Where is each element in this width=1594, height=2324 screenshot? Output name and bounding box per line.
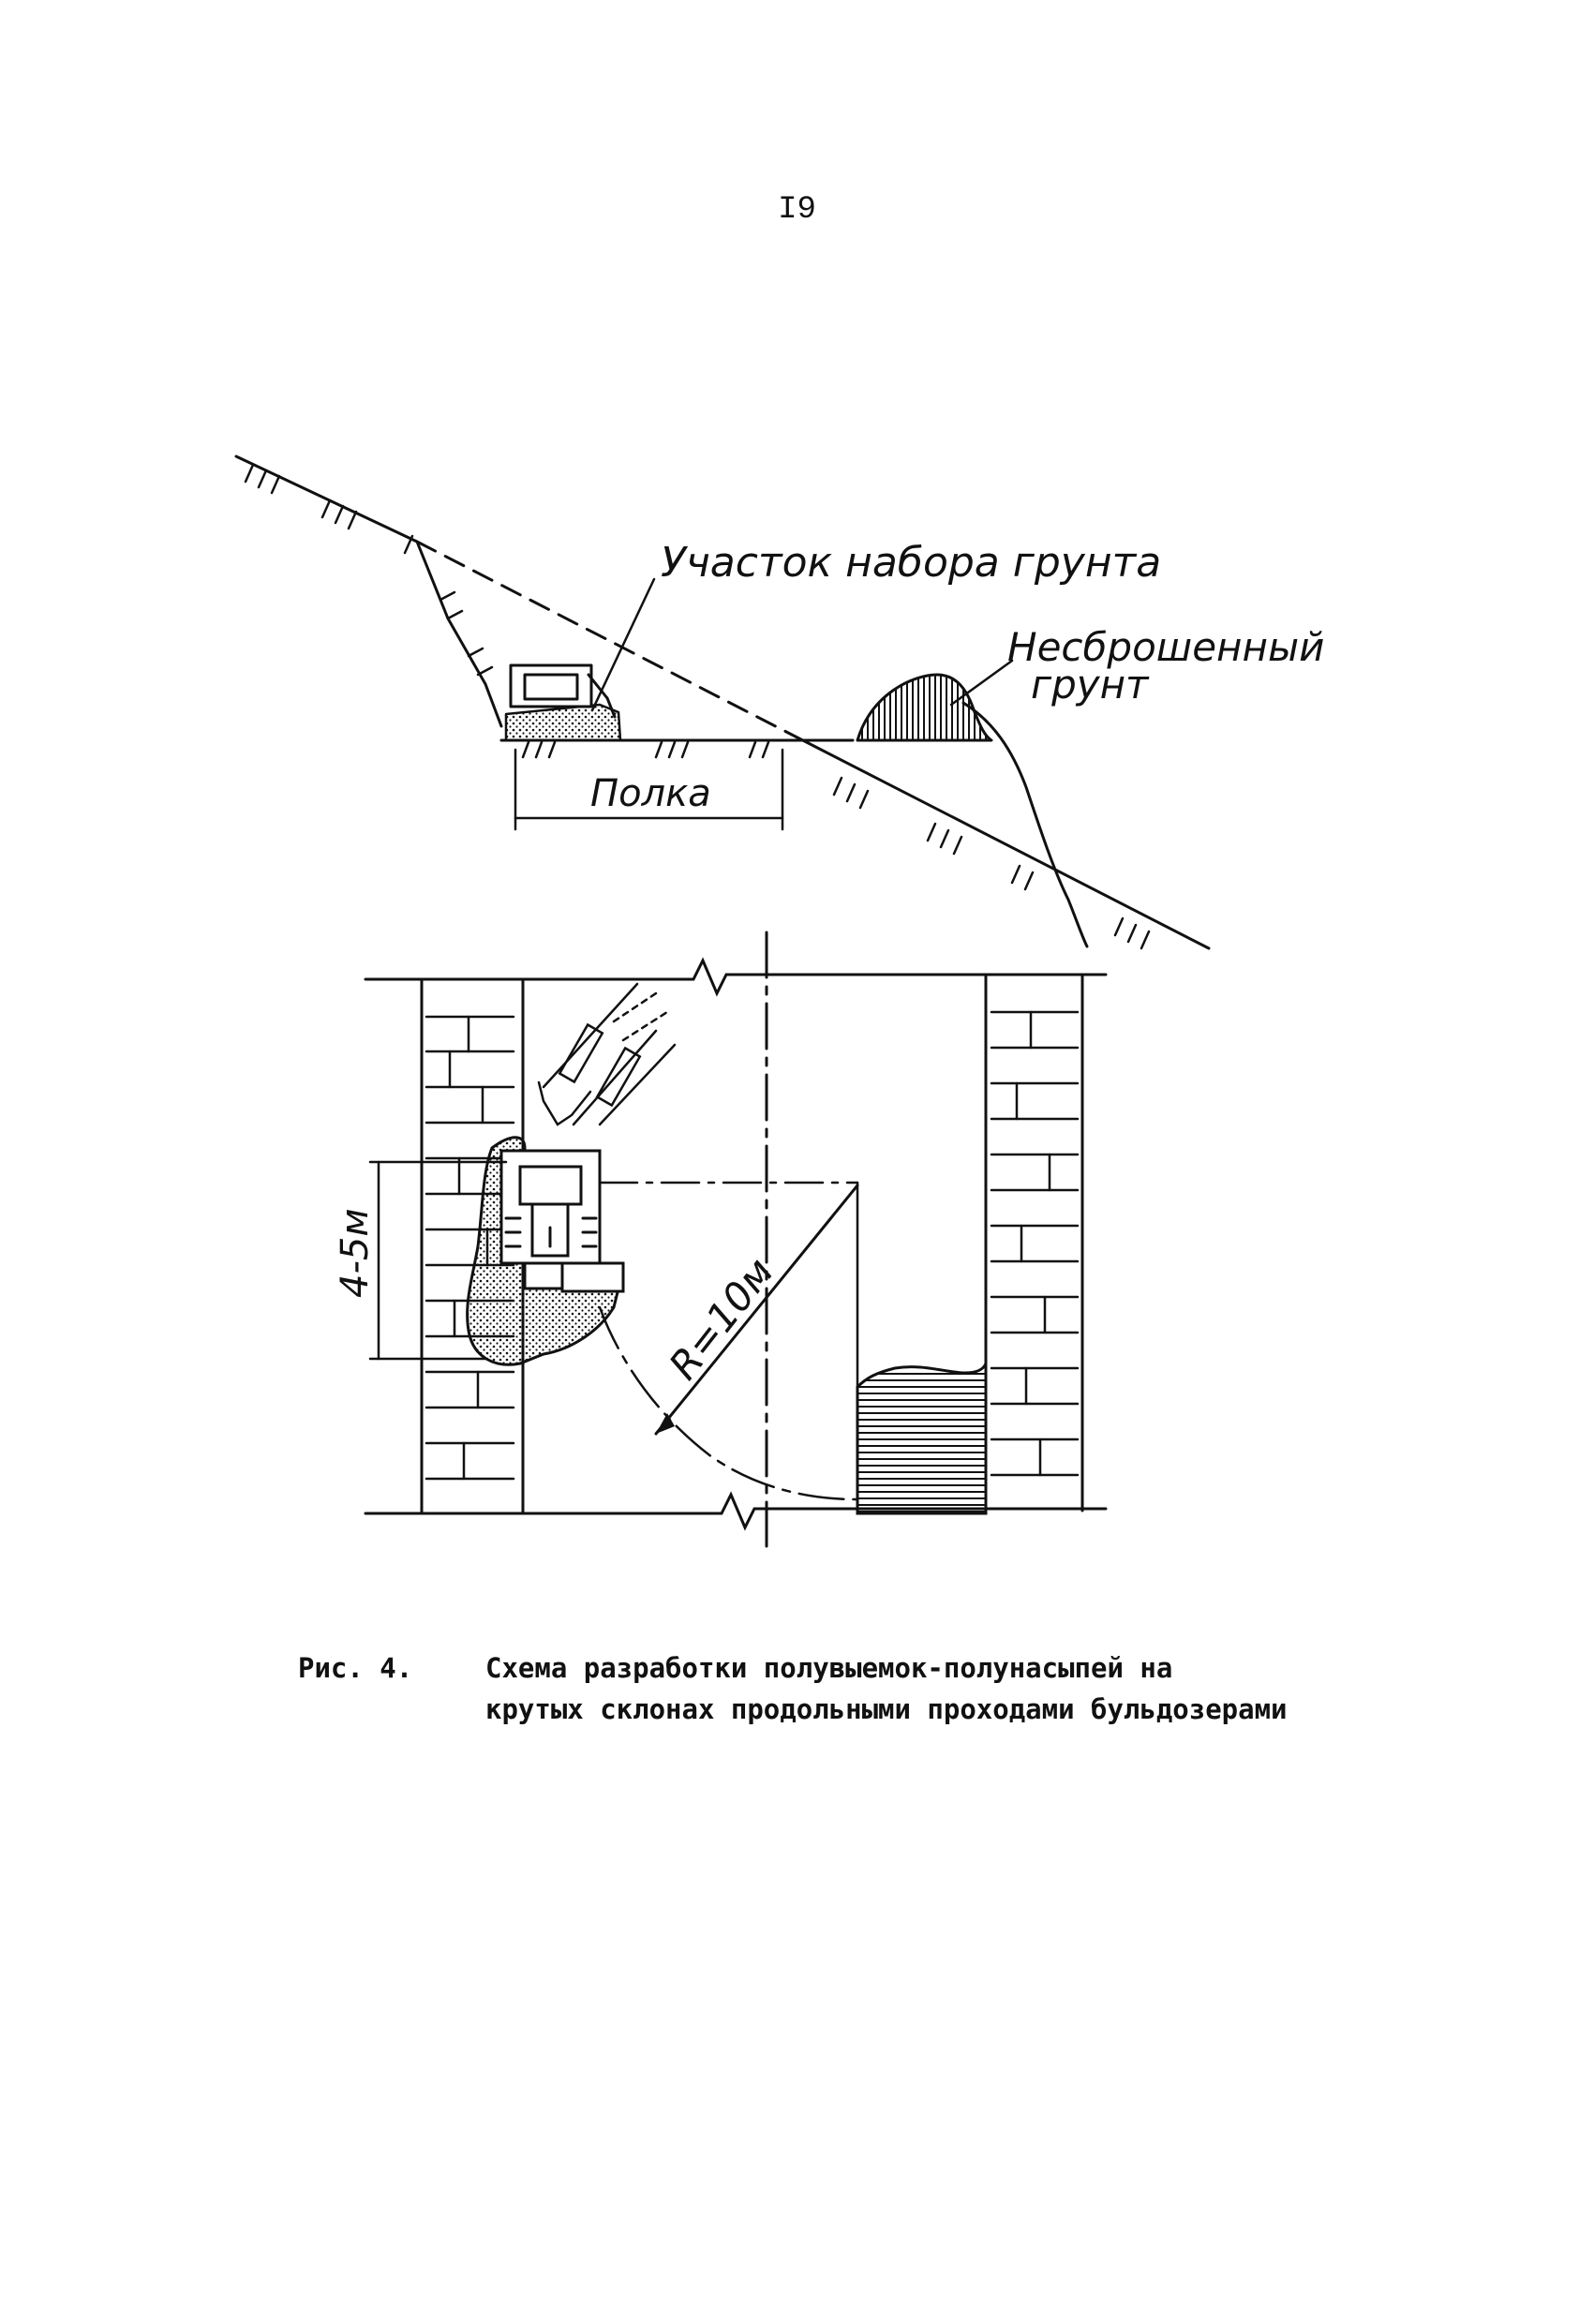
leader-collection bbox=[590, 577, 656, 712]
ground-slope-upper bbox=[234, 454, 419, 544]
bulldozer-plan-icon bbox=[499, 1149, 625, 1293]
label-uncast-soil-1: Несброшенный bbox=[1007, 624, 1324, 670]
leader-uncast bbox=[949, 659, 1014, 707]
break-line-top bbox=[364, 957, 1108, 997]
label-uncast-soil-2: грунт bbox=[1031, 662, 1150, 708]
uncast-soil-mound bbox=[856, 673, 993, 742]
break-line-bottom bbox=[364, 1491, 1108, 1531]
fill-outline bbox=[961, 701, 1089, 948]
caption-line-1: Схема разработки полувыемок-полунасыпей … bbox=[485, 1652, 1173, 1684]
caption-line-2: крутых склонах продольными проходами бул… bbox=[485, 1693, 1288, 1725]
right-strip-hatching bbox=[990, 1010, 1080, 1477]
ground-slope-lower bbox=[790, 733, 1211, 950]
label-collection-area: Участок набора грунта bbox=[661, 539, 1161, 587]
fill-area-plan bbox=[856, 1363, 988, 1515]
page-number: I9 bbox=[778, 192, 816, 228]
label-radius: R=10м bbox=[660, 1249, 782, 1388]
plan-view bbox=[364, 931, 1108, 1548]
original-slope-dashed bbox=[415, 540, 794, 737]
blade-detail bbox=[537, 982, 677, 1126]
cross-section bbox=[234, 454, 1211, 950]
label-width-dimension: 4-5м bbox=[334, 1208, 377, 1298]
turning-arc bbox=[598, 1305, 859, 1501]
bulldozer-icon bbox=[509, 663, 617, 719]
label-shelf: Полка bbox=[590, 772, 711, 815]
caption-number: Рис. 4. bbox=[298, 1652, 413, 1684]
cut-slope bbox=[415, 540, 503, 728]
radius-line bbox=[654, 1184, 859, 1436]
collected-soil bbox=[504, 703, 622, 742]
caption-text: Схема разработки полувыемок-полунасыпей … bbox=[485, 1647, 1423, 1730]
ground-hatching bbox=[244, 463, 1151, 950]
